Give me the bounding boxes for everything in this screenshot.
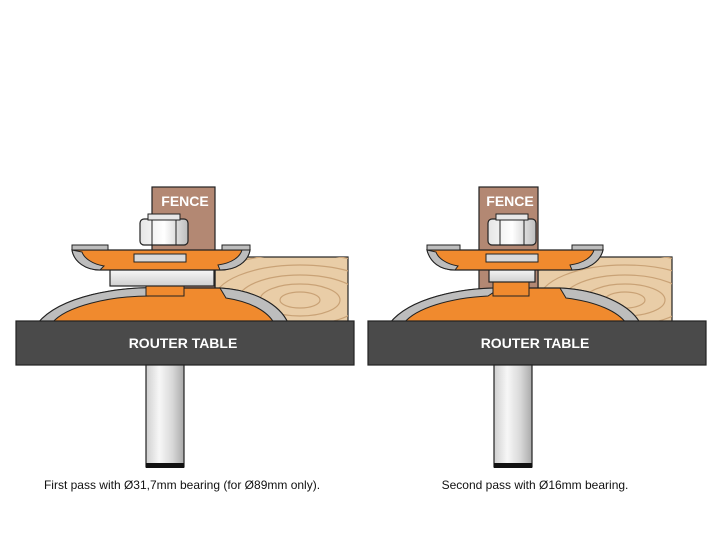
nut bbox=[139, 213, 189, 246]
fence-label: FENCE bbox=[161, 193, 208, 209]
shank-tip bbox=[146, 463, 184, 468]
router-table-label: ROUTER TABLE bbox=[481, 335, 590, 351]
bearing bbox=[109, 268, 215, 287]
shank-tip bbox=[494, 463, 532, 468]
shank bbox=[493, 364, 533, 468]
caption-second-pass: Second pass with Ø16mm bearing. bbox=[442, 478, 629, 492]
router-table bbox=[15, 320, 355, 366]
shank bbox=[145, 364, 185, 468]
panel-first-pass: FENCE ROUTER TABLE bbox=[15, 186, 355, 492]
caption-first-pass: First pass with Ø31,7mm bearing (for Ø89… bbox=[44, 478, 320, 492]
washer bbox=[485, 253, 539, 263]
panel-second-pass: FENCE ROUTER TABLE Second pa bbox=[367, 186, 707, 492]
nut bbox=[487, 213, 537, 246]
washer bbox=[133, 253, 187, 263]
router-table bbox=[367, 320, 707, 366]
fence-label: FENCE bbox=[486, 193, 533, 209]
router-table-label: ROUTER TABLE bbox=[129, 335, 238, 351]
